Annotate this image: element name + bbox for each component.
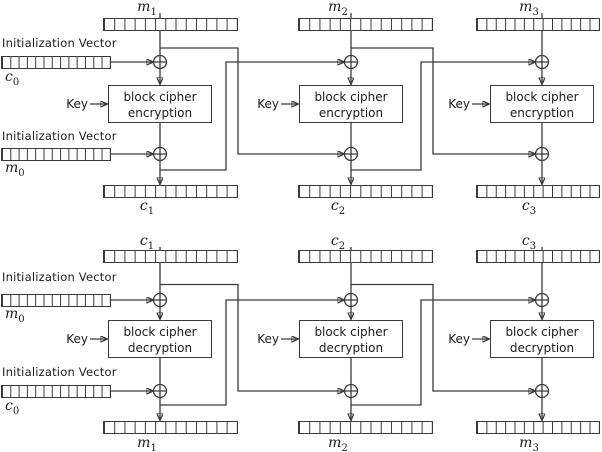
encryption-wiring — [90, 13, 550, 184]
xor-icon — [534, 146, 550, 162]
enc-stage1-input-block — [103, 18, 238, 31]
dec-iv-bottom-label: Initialization Vector — [2, 365, 117, 379]
enc-iv-top-label: Initialization Vector — [2, 36, 117, 50]
enc-stage3-input-block — [476, 18, 600, 31]
xor-icon — [343, 54, 359, 70]
xor-icon — [343, 292, 359, 308]
cipher-box-line2: decryption — [509, 340, 575, 355]
enc-c2-feed-wire — [351, 62, 535, 171]
dec-stage1-output-label: m1 — [137, 435, 157, 452]
cipher-box-line1: block cipher — [123, 89, 197, 104]
xor-icon — [152, 146, 168, 162]
enc-stage1-key-label: Key — [66, 97, 88, 111]
dec-stage2-key-label: Key — [257, 332, 279, 346]
dec-stage2-output-block — [298, 421, 433, 434]
enc-stage2-input-label: m2 — [328, 0, 348, 18]
dec-stage1-output-block — [103, 421, 238, 434]
dec-stage3-key-label: Key — [448, 332, 470, 346]
enc-stage2-output-label: c2 — [330, 198, 346, 217]
cipher-box-line1: block cipher — [314, 324, 388, 339]
enc-iv-bottom-block — [1, 148, 111, 161]
xor-icon — [152, 292, 168, 308]
enc-m1-feed-wire — [160, 47, 344, 154]
dec-stage1-cipher-box: block cipher decryption — [108, 320, 212, 358]
dec-stage2-output-label: m2 — [328, 435, 348, 452]
cipher-box-line2: encryption — [318, 105, 384, 120]
cipher-box-line1: block cipher — [505, 89, 579, 104]
xor-icon — [152, 54, 168, 70]
dec-stage1-input-block — [103, 250, 238, 263]
enc-stage2-output-block — [298, 185, 433, 198]
dec-c1-feed-wire — [160, 283, 344, 392]
enc-stage2-cipher-box: block cipher encryption — [299, 85, 403, 123]
enc-iv-top-symbol: c0 — [5, 69, 20, 88]
dec-stage3-input-block — [476, 250, 600, 263]
dec-stage3-output-block — [476, 421, 600, 434]
enc-stage3-output-block — [476, 185, 600, 198]
enc-m2-feed-wire — [351, 47, 535, 154]
dec-stage3-output-label: m3 — [519, 435, 539, 452]
dec-iv-bottom-block — [1, 385, 111, 398]
enc-stage3-input-label: m3 — [519, 0, 539, 18]
dec-stage2-input-block — [298, 250, 433, 263]
enc-stage3-output-label: c3 — [521, 198, 537, 217]
dec-iv-top-block — [1, 294, 111, 307]
dec-stage3-input-label: c3 — [521, 233, 537, 252]
dec-stage1-key-label: Key — [66, 332, 88, 346]
enc-iv-bottom-symbol: m0 — [5, 160, 25, 179]
enc-stage3-key-label: Key — [448, 97, 470, 111]
dec-stage2-cipher-box: block cipher decryption — [299, 320, 403, 358]
cipher-box-line2: decryption — [127, 340, 193, 355]
dec-m1-feed-wire — [160, 300, 344, 406]
dec-c2-feed-wire — [351, 283, 535, 392]
enc-stage1-cipher-box: block cipher encryption — [108, 85, 212, 123]
enc-iv-bottom-label: Initialization Vector — [2, 129, 117, 143]
xor-icon — [534, 292, 550, 308]
dec-iv-top-label: Initialization Vector — [2, 270, 117, 284]
decryption-wiring — [90, 247, 550, 420]
enc-stage1-input-label: m1 — [137, 0, 157, 18]
enc-c1-feed-wire — [160, 62, 344, 171]
cipher-box-line1: block cipher — [123, 324, 197, 339]
dec-iv-top-symbol: m0 — [5, 306, 25, 325]
enc-iv-top-block — [1, 56, 111, 69]
xor-icon — [534, 54, 550, 70]
cipher-box-line1: block cipher — [314, 89, 388, 104]
cipher-box-line2: decryption — [318, 340, 384, 355]
enc-stage2-key-label: Key — [257, 97, 279, 111]
enc-stage3-cipher-box: block cipher encryption — [490, 85, 594, 123]
cipher-box-line1: block cipher — [505, 324, 579, 339]
dec-m2-feed-wire — [351, 300, 535, 406]
cipher-box-line2: encryption — [509, 105, 575, 120]
xor-icon — [343, 146, 359, 162]
xor-icon — [343, 383, 359, 399]
xor-icon — [152, 383, 168, 399]
dec-stage3-cipher-box: block cipher decryption — [490, 320, 594, 358]
dec-stage1-input-label: c1 — [139, 233, 155, 252]
cipher-box-line2: encryption — [127, 105, 193, 120]
xor-icon — [534, 383, 550, 399]
enc-stage2-input-block — [298, 18, 433, 31]
dec-iv-bottom-symbol: c0 — [5, 398, 20, 417]
enc-stage1-output-label: c1 — [139, 198, 155, 217]
enc-stage1-output-block — [103, 185, 238, 198]
dec-stage2-input-label: c2 — [330, 233, 346, 252]
